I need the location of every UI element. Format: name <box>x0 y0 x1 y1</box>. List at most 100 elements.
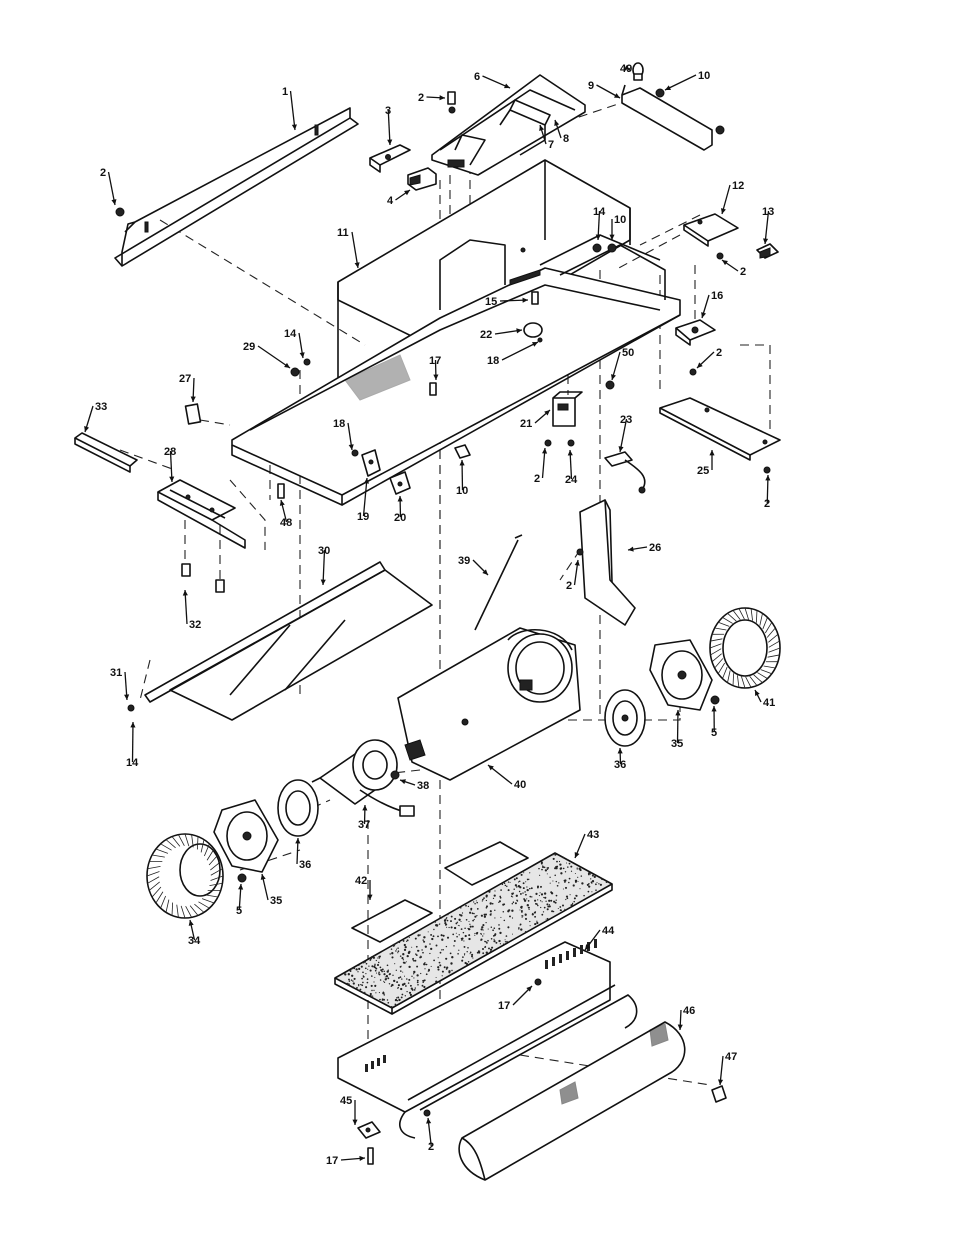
part-45-grommet <box>358 1122 380 1138</box>
speckle-dot <box>361 984 363 986</box>
speckle-dot <box>387 977 389 979</box>
speckle-dot <box>375 967 377 969</box>
speckle-dot <box>436 977 437 978</box>
speckle-dot <box>463 940 464 941</box>
speckle-dot <box>482 952 484 954</box>
speckle-dot <box>419 934 421 936</box>
speckle-dot <box>397 1000 398 1001</box>
speckle-dot <box>544 866 546 868</box>
speckle-dot <box>552 880 553 881</box>
speckle-dot <box>495 942 497 944</box>
speckle-dot <box>448 971 450 973</box>
speckle-dot <box>556 881 557 882</box>
arrowhead-p11 <box>355 262 360 268</box>
speckle-dot <box>531 887 533 889</box>
speckle-dot <box>416 946 418 948</box>
speckle-dot <box>480 939 482 941</box>
speckle-dot <box>433 960 435 962</box>
speckle-dot <box>541 869 543 871</box>
speckle-dot <box>430 934 432 936</box>
part-41-blower-wheel-right <box>710 608 780 688</box>
callout-label-p49: 49 <box>620 63 632 75</box>
speckle-dot <box>493 935 495 937</box>
speckle-dot <box>473 913 474 914</box>
screw-5-left <box>238 874 246 882</box>
speckle-dot <box>511 896 513 898</box>
speckle-dot <box>462 956 464 958</box>
callout-label-p11: 11 <box>337 227 349 239</box>
arrowhead-p33 <box>84 426 89 432</box>
speckle-dot <box>407 939 409 941</box>
speckle-dot <box>551 910 553 912</box>
callout-label-p46: 46 <box>683 1005 695 1017</box>
speckle-dot <box>438 957 439 958</box>
speckle-dot <box>389 973 391 975</box>
speckle-dot <box>348 979 350 981</box>
speckle-dot <box>548 900 550 902</box>
part-47-clip <box>712 1086 726 1102</box>
speckle-dot <box>372 995 373 996</box>
speckle-dot <box>352 986 354 988</box>
callout-label-p15: 15 <box>485 296 497 308</box>
speckle-dot <box>499 900 501 902</box>
speckle-dot <box>534 900 536 902</box>
speckle-dot <box>362 982 364 984</box>
speckle-dot <box>363 976 365 978</box>
speckle-dot <box>397 997 399 999</box>
callout-label-p2g: 2 <box>566 580 572 592</box>
speckle-dot <box>398 984 400 986</box>
speckle-dot <box>572 903 573 904</box>
callout-label-p12: 12 <box>732 180 744 192</box>
arrowhead-p17c <box>359 1156 365 1161</box>
speckle-dot <box>404 944 406 946</box>
speckle-dot <box>391 952 393 954</box>
speckle-dot <box>581 875 582 876</box>
part-35-mounting-plate-right <box>650 640 712 710</box>
speckle-dot <box>525 918 527 920</box>
speckle-dot <box>391 956 393 958</box>
speckle-dot <box>506 886 507 887</box>
speckle-dot <box>549 905 551 907</box>
speckle-dot <box>464 946 466 948</box>
speckle-dot <box>374 964 375 965</box>
speckle-dot <box>469 924 470 925</box>
speckle-dot <box>520 928 522 930</box>
speckle-dot <box>371 975 373 977</box>
speckle-dot <box>488 947 490 949</box>
speckle-dot <box>505 885 507 887</box>
speckle-dot <box>441 917 442 918</box>
speckle-dot <box>367 969 368 970</box>
speckle-dot <box>389 983 390 984</box>
speckle-dot <box>565 899 566 900</box>
speckle-dot <box>420 973 421 974</box>
speckle-dot <box>485 913 487 915</box>
speckle-dot <box>462 912 463 913</box>
speckle-dot <box>433 929 434 930</box>
speckle-dot <box>487 940 489 942</box>
speckle-dot <box>460 907 462 909</box>
speckle-dot <box>424 962 425 963</box>
callout-label-p16: 16 <box>711 290 723 302</box>
speckle-dot <box>374 985 376 987</box>
part-34-blower-wheel-left <box>147 834 223 918</box>
speckle-dot <box>534 916 536 918</box>
speckle-dot <box>545 869 547 871</box>
callout-label-p40: 40 <box>514 779 526 791</box>
speckle-dot <box>387 1002 389 1004</box>
speckle-dot <box>370 970 372 972</box>
speckle-dot <box>557 885 559 887</box>
speckle-dot <box>466 902 467 903</box>
vent-slot <box>594 939 597 948</box>
speckle-dot <box>483 929 484 930</box>
speckle-dot <box>353 982 355 984</box>
speckle-dot <box>529 921 530 922</box>
speckle-dot <box>378 972 380 974</box>
speckle-dot <box>379 957 380 958</box>
speckle-dot <box>550 883 551 884</box>
speckle-dot <box>368 965 369 966</box>
vent-slot <box>566 951 569 960</box>
speckle-dot <box>378 962 379 963</box>
speckle-dot <box>556 861 558 863</box>
callout-label-p25: 25 <box>697 465 709 477</box>
speckle-dot <box>560 868 562 870</box>
